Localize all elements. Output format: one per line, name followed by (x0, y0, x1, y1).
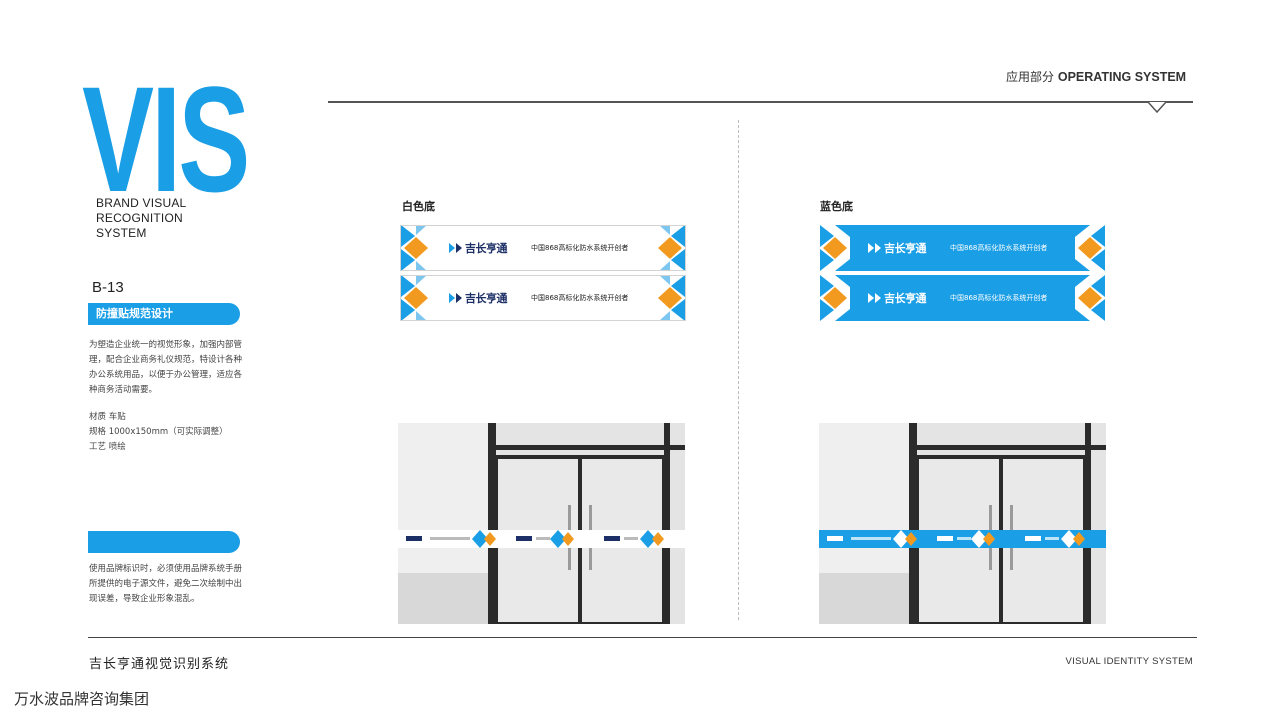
diamond-pattern-icon (658, 276, 685, 320)
white-sticker-strip: 吉长亨通 中国868高标化防水系统开创者 (400, 275, 686, 321)
brand-line: SYSTEM (96, 226, 147, 240)
brand-line: BRAND VISUAL (96, 196, 187, 210)
note-pill (88, 531, 240, 553)
brand-line: RECOGNITION (96, 211, 183, 225)
usage-note: 使用品牌标识时，必须使用品牌系统手册所提供的电子源文件，避免二次绘制中出现误差，… (89, 564, 243, 604)
spec-size: 规格 1000x150mm（可实际调整） (89, 427, 228, 437)
blue-variant-label: 蓝色底 (820, 200, 853, 213)
brand-mark-icon (868, 293, 881, 303)
section-heading-cn: 应用部分 (1006, 70, 1055, 84)
bottom-divider (88, 637, 1197, 638)
white-sticker-strip: 吉长亨通 中国868高标化防水系统开创者 (400, 225, 686, 271)
blue-sticker-strip: 吉长亨通 中国868高标化防水系统开创者 (820, 275, 1105, 321)
spec-process: 工艺 喷绘 (89, 442, 126, 452)
spec-list: 材质 车贴 规格 1000x150mm（可实际调整） 工艺 喷绘 (89, 410, 228, 455)
glass-door-illustration (819, 423, 1106, 624)
diamond-pattern-icon (1075, 275, 1105, 321)
brand-name: 吉长亨通 (465, 242, 508, 255)
diamond-pattern-icon (401, 226, 428, 270)
diamond-pattern-icon (1075, 225, 1105, 271)
brand-mark-icon (449, 243, 462, 253)
footer-title-en: VISUAL IDENTITY SYSTEM (1065, 656, 1193, 667)
spec-material: 材质 车贴 (89, 412, 126, 422)
watermark-text: 万水波品牌咨询集团 (14, 690, 150, 708)
brand-name: 吉长亨通 (465, 292, 508, 305)
section-title: 防撞贴规范设计 (88, 303, 240, 325)
brand-visual-recognition-system: BRAND VISUAL RECOGNITION SYSTEM (96, 196, 186, 241)
section-description: 为塑造企业统一的视觉形象，加强内部管理，配合企业商务礼仪规范，特设计各种办公系统… (89, 340, 243, 395)
section-heading: 应用部分 OPERATING SYSTEM (1006, 68, 1186, 85)
brand-slogan: 中国868高标化防水系统开创者 (531, 244, 629, 252)
blue-sticker-strip: 吉长亨通 中国868高标化防水系统开创者 (820, 225, 1105, 271)
diamond-pattern-icon (401, 276, 428, 320)
center-divider (738, 120, 739, 620)
brand-slogan: 中国868高标化防水系统开创者 (950, 294, 1048, 302)
brand-mark-icon (868, 243, 881, 253)
glass-door-illustration (398, 423, 685, 624)
footer-title-cn: 吉长亨通视觉识别系统 (89, 657, 230, 672)
white-variant-label: 白色底 (402, 200, 435, 213)
top-divider (328, 101, 1193, 103)
brand-slogan: 中国868高标化防水系统开创者 (950, 244, 1048, 252)
door-mockup-white (398, 423, 685, 624)
diamond-pattern-icon (658, 226, 685, 270)
brand-mark-icon (449, 293, 462, 303)
vis-logo: VIS (82, 55, 250, 223)
section-heading-en: OPERATING SYSTEM (1057, 70, 1187, 84)
brand-slogan: 中国868高标化防水系统开创者 (531, 294, 629, 302)
diamond-pattern-icon (820, 225, 850, 271)
section-code: B-13 (92, 279, 124, 296)
notch-marker-icon (1148, 102, 1166, 114)
door-mockup-blue (819, 423, 1106, 624)
brand-name: 吉长亨通 (884, 292, 927, 305)
diamond-pattern-icon (820, 275, 850, 321)
brand-name: 吉长亨通 (884, 242, 927, 255)
